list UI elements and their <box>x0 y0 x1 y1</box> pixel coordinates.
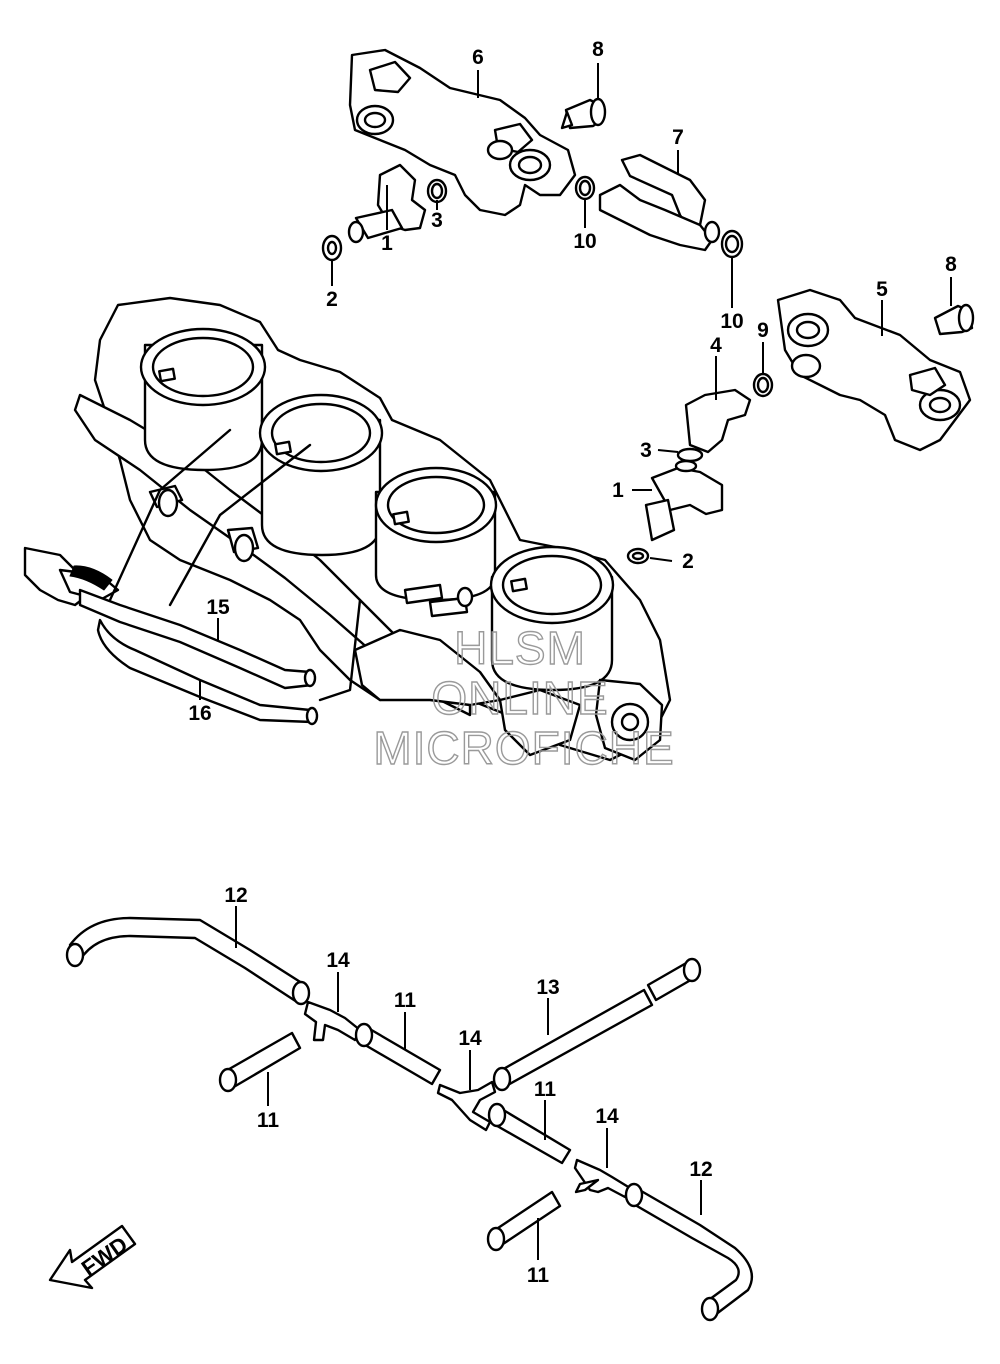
callout-10-mid: 10 <box>720 310 743 333</box>
hose-12-right <box>624 1182 753 1322</box>
callout-8-right: 8 <box>945 253 957 276</box>
callout-11-c: 11 <box>534 1078 557 1101</box>
fuel-rail-6 <box>348 48 577 217</box>
callout-15: 15 <box>206 596 230 619</box>
callout-14-mid: 14 <box>458 1027 482 1050</box>
callout-6: 6 <box>472 46 484 69</box>
o-ring-3-top <box>426 178 448 204</box>
callout-11-a: 11 <box>257 1109 280 1132</box>
callout-12-left: 12 <box>224 884 247 907</box>
leader-lines <box>199 63 952 1260</box>
bolt-8-right <box>933 303 975 336</box>
hose-12-left <box>65 916 311 1006</box>
callout-1-mid: 1 <box>612 479 624 502</box>
callout-12-right: 12 <box>689 1158 712 1181</box>
watermark-line-2: ONLINE <box>431 672 608 724</box>
callout-3-mid: 3 <box>640 439 652 462</box>
callout-11-b: 11 <box>394 989 417 1012</box>
fuel-rail-5 <box>776 288 972 452</box>
callout-13: 13 <box>536 976 559 999</box>
cap-4 <box>684 388 752 454</box>
callout-9: 9 <box>757 319 769 342</box>
hose-11-b <box>354 1022 442 1086</box>
t-joint-14-right <box>573 1158 632 1199</box>
callout-8-top: 8 <box>592 38 604 61</box>
callout-5: 5 <box>876 278 888 301</box>
callout-1-top: 1 <box>381 232 393 255</box>
callout-3-top: 3 <box>431 209 443 232</box>
o-ring-9 <box>752 372 774 398</box>
watermark-line-1: HLSM <box>454 622 586 674</box>
callout-7: 7 <box>672 126 684 149</box>
callout-4: 4 <box>710 334 722 357</box>
fwd-arrow: FWD <box>48 1224 137 1290</box>
o-ring-10-top <box>574 175 596 201</box>
o-ring-10-mid <box>720 229 744 259</box>
callout-14-left: 14 <box>326 949 350 972</box>
watermark: HLSM ONLINE MICROFICHE <box>373 621 675 774</box>
callout-2-top: 2 <box>326 288 338 311</box>
bolt-8-top <box>560 97 607 130</box>
hose-11-c <box>487 1102 572 1165</box>
o-ring-3-mid <box>676 447 704 463</box>
callout-10-top: 10 <box>573 230 596 253</box>
t-joint-14-left <box>303 1000 362 1042</box>
seal-2-mid <box>626 547 650 565</box>
watermark-line-3: MICROFICHE <box>373 722 674 774</box>
callout-2-mid: 2 <box>682 550 694 573</box>
t-joint-14-mid <box>436 1080 497 1132</box>
hose-11-a <box>218 1031 302 1093</box>
seal-2-top <box>321 234 343 262</box>
hose-11-d <box>486 1190 562 1252</box>
hose-13 <box>492 957 702 1092</box>
fuel-injector-1-mid <box>644 459 724 542</box>
fuel-injector-1-top <box>347 163 427 244</box>
callout-16: 16 <box>188 702 211 725</box>
callouts: 1 2 3 6 8 7 10 10 8 5 9 4 3 1 2 15 16 12… <box>188 38 957 1287</box>
fuel-joint-7 <box>598 153 721 252</box>
callout-14-right: 14 <box>595 1105 619 1128</box>
callout-11-d: 11 <box>527 1264 550 1287</box>
throttle-body-assembly <box>23 296 672 762</box>
